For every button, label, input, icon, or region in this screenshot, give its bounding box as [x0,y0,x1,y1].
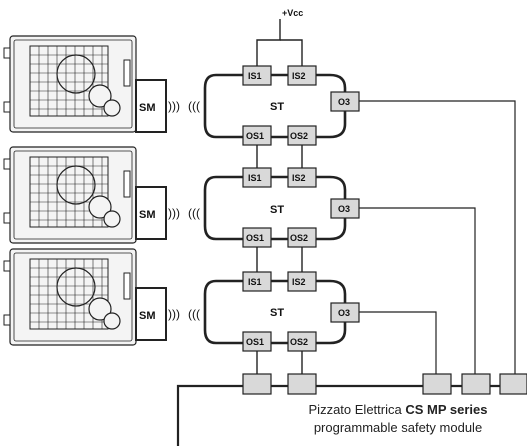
is2-box: IS2 [287,167,317,188]
sm-module-2: SM [135,186,167,240]
svg-text:OS1: OS1 [246,131,264,141]
is1-box: IS1 [242,65,272,86]
o3-box: O3 [330,198,360,219]
svg-text:IS2: IS2 [292,71,306,81]
wave-out-icon: ))) [168,99,180,113]
machine-unit-3: SM ))) ((( [3,248,200,346]
svg-text:OS2: OS2 [290,233,308,243]
is2-box: IS2 [287,65,317,86]
safety-module: Pizzato Elettrica CS MP series programma… [176,373,527,446]
module-terminal [242,373,272,395]
o3-wiring [359,100,516,374]
svg-text:IS1: IS1 [248,173,262,183]
svg-text:O3: O3 [338,204,350,214]
wave-out-icon: ))) [168,307,180,321]
wave-out-icon: ))) [168,206,180,220]
module-terminal [461,373,491,395]
wave-in-icon: ((( [188,99,200,113]
svg-text:IS1: IS1 [248,71,262,81]
safety-transponder-2: ST IS1 IS2 OS1 OS2 O3 [203,167,360,248]
is1-box: IS1 [242,167,272,188]
vcc-label: +Vcc [282,8,303,18]
module-terminal [499,373,527,395]
vcc-supply: +Vcc [256,8,303,66]
svg-text:OS2: OS2 [290,131,308,141]
sm-module-3: SM [135,287,167,341]
svg-text:IS1: IS1 [248,277,262,287]
safety-transponder-3: ST IS1 IS2 OS1 OS2 O3 [203,271,360,352]
is2-box: IS2 [287,271,317,292]
module-terminal [287,373,317,395]
wave-in-icon: ((( [188,206,200,220]
o3-box: O3 [330,91,360,112]
machine-unit-1: SM ))) ((( [3,35,200,133]
svg-text:OS2: OS2 [290,337,308,347]
sm-module-1: SM [135,79,167,133]
os1-box: OS1 [242,227,272,248]
st-label: ST [270,307,284,319]
os1-box: OS1 [242,125,272,146]
svg-text:OS1: OS1 [246,233,264,243]
svg-text:OS1: OS1 [246,337,264,347]
sm-label: SM [139,209,156,221]
os2-box: OS2 [287,331,317,352]
module-caption-line2: programmable safety module [314,420,482,435]
is1-box: IS1 [242,271,272,292]
os1-box: OS1 [242,331,272,352]
o3-box: O3 [330,302,360,323]
sm-label: SM [139,310,156,322]
sm-label: SM [139,102,156,114]
safety-transponder-1: ST IS1 IS2 OS1 OS2 O3 [203,65,360,146]
os2-box: OS2 [287,125,317,146]
svg-text:IS2: IS2 [292,173,306,183]
svg-text:O3: O3 [338,308,350,318]
st-label: ST [270,101,284,113]
svg-text:O3: O3 [338,97,350,107]
module-caption-line1: Pizzato Elettrica CS MP series [309,402,488,417]
st-label: ST [270,204,284,216]
os2-box: OS2 [287,227,317,248]
svg-text:IS2: IS2 [292,277,306,287]
wave-in-icon: ((( [188,307,200,321]
module-terminal [422,373,452,395]
machine-unit-2: SM ))) ((( [3,146,200,244]
